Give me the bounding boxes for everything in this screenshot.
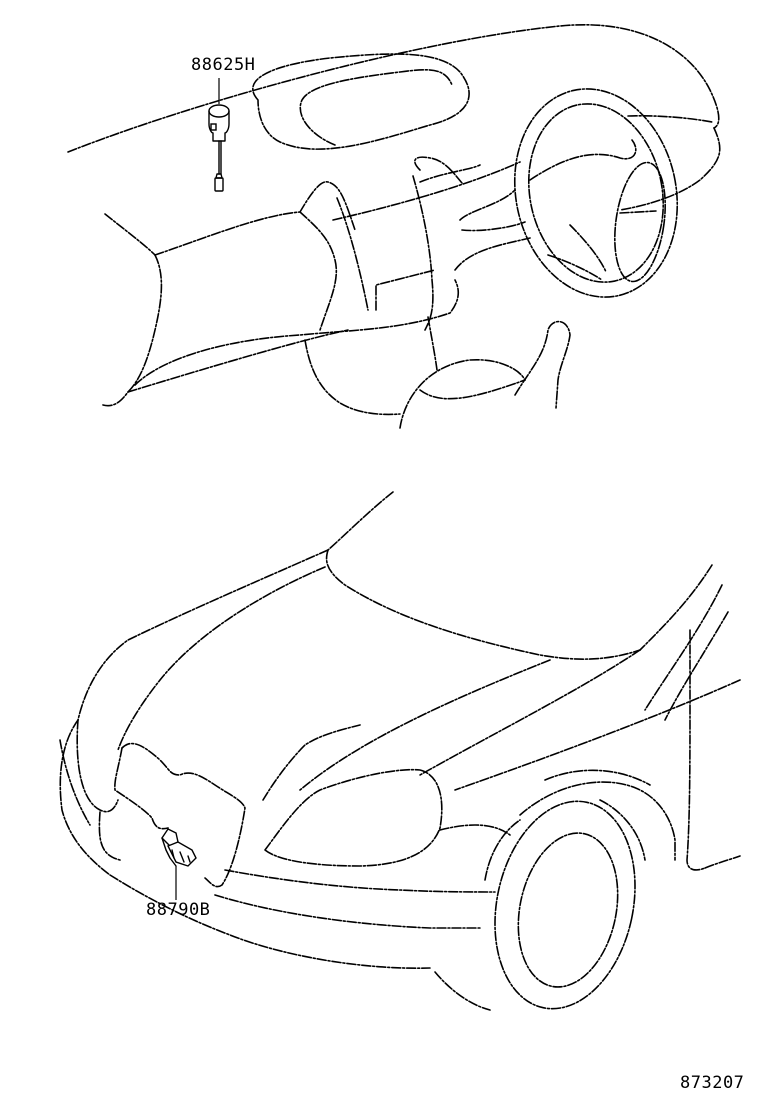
front-exterior-view [59, 491, 741, 1011]
dash-left-lower [127, 254, 163, 393]
dash-face-line [332, 161, 521, 221]
tire-outer [494, 800, 636, 1010]
callout-88625H[interactable]: 88625H [191, 55, 256, 75]
rocker-line [704, 855, 741, 869]
hood-rear-edge [325, 549, 641, 660]
steering-hub [614, 161, 666, 283]
instrument-hood-inner [299, 69, 453, 146]
tire-edge-left [484, 819, 521, 881]
dash-left-edge [104, 213, 156, 256]
center-stack-right [299, 211, 338, 331]
console-drop [427, 316, 438, 371]
bumper-line-2 [214, 894, 481, 929]
shifter-boot-lower [419, 379, 526, 400]
bumper-fender-join [439, 824, 511, 836]
part-88790B-illustration [161, 828, 197, 900]
fender-top-line [419, 649, 641, 776]
console-outline [134, 279, 460, 386]
fender-crease [454, 679, 741, 791]
steering-wheel-inner [527, 103, 665, 283]
door-gap-line [686, 629, 706, 871]
headlamp-outline [264, 768, 443, 867]
steering-spoke-lower-2 [569, 224, 607, 273]
column-shroud-top [414, 156, 463, 184]
callout-88790B[interactable]: 88790B [146, 900, 211, 920]
dash-left-top [154, 211, 301, 256]
center-stack-inner [336, 197, 369, 311]
dashboard-view [67, 24, 721, 429]
column-bracket [459, 189, 516, 221]
dash-right-end [619, 127, 721, 211]
center-stack-top [299, 181, 356, 231]
hood-crease-left [117, 566, 326, 751]
hub-line [619, 210, 657, 214]
dash-face-line-2 [419, 164, 481, 183]
instrument-hood-outer [252, 53, 470, 150]
part-88625H-illustration [208, 78, 230, 192]
grille-panel-outline [121, 742, 246, 888]
hood-front-line [262, 724, 361, 801]
wheel-arch-lower [434, 971, 491, 1011]
dash-left-bottom [102, 391, 129, 407]
wheel-rim [517, 832, 619, 988]
console-lower [304, 339, 401, 416]
grille-lower-left [98, 811, 121, 861]
column-bracket-2 [461, 221, 526, 232]
grille-panel-left [114, 747, 169, 830]
tire-edge-right [599, 799, 646, 861]
wheel-arch-outer [519, 781, 676, 861]
shifter-boot [399, 359, 526, 429]
windshield-line-1 [639, 564, 713, 651]
illustration-number: 873207 [680, 1073, 745, 1093]
dash-right-line [627, 115, 713, 123]
bumper-lower [109, 874, 431, 969]
headlamp-inner-left [76, 719, 119, 813]
bumper-edge-left [59, 739, 91, 826]
shift-lever [514, 320, 571, 409]
steering-spoke-upper [529, 139, 637, 181]
hood-feature-line [299, 659, 551, 791]
lower-dash-line [454, 237, 531, 271]
bumper-line-1 [224, 869, 496, 893]
radio-opening [375, 269, 436, 311]
wheel-arch-lip [544, 769, 651, 786]
steering-wheel-outer [513, 88, 679, 298]
glovebox-line-upper [127, 329, 349, 393]
front-nose-left [59, 719, 111, 876]
a-pillar-line [327, 491, 394, 551]
steering-spoke-lower [547, 254, 603, 281]
windshield-line-2 [644, 584, 723, 711]
hood-left-edge [77, 549, 329, 721]
dash-top-outline [67, 24, 720, 153]
